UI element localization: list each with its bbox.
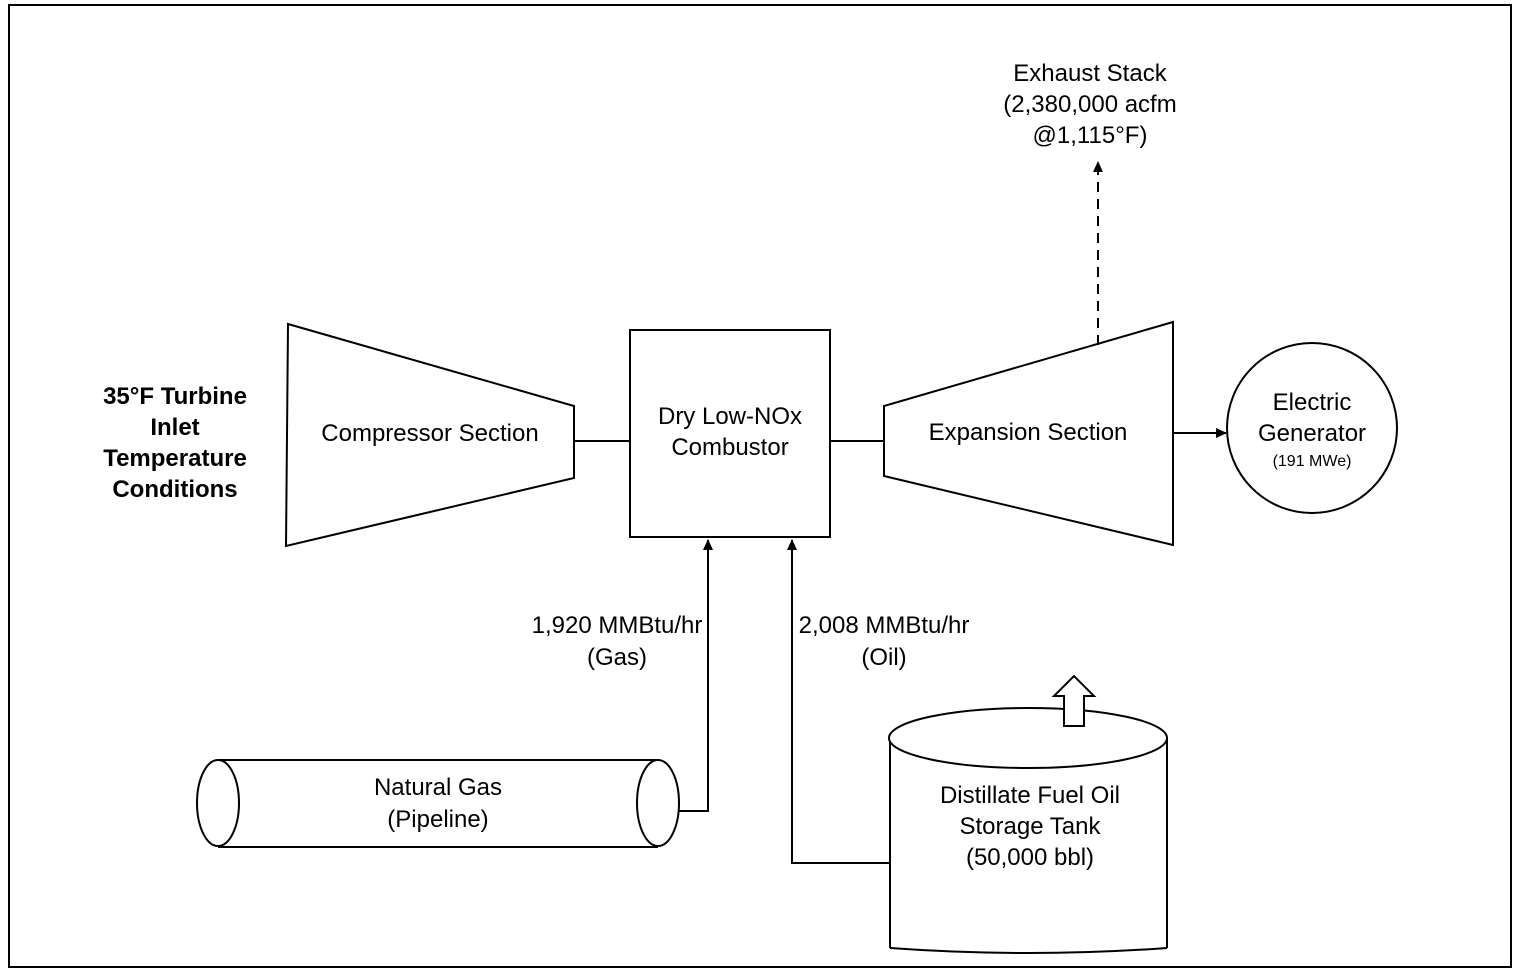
svg-text:1,920 MMBtu/hr: 1,920 MMBtu/hr <box>532 612 703 639</box>
tank-label-2: Storage Tank <box>960 813 1102 840</box>
expansion-label: Expansion Section <box>929 419 1128 446</box>
svg-text:Inlet: Inlet <box>150 414 199 441</box>
svg-text:Exhaust Stack: Exhaust Stack <box>1013 60 1167 87</box>
tank-label-1: Distillate Fuel Oil <box>940 782 1120 809</box>
generator-label-1: Electric <box>1273 389 1352 416</box>
inlet-conditions-label: 35°F Turbine Inlet Temperature Condition… <box>103 383 247 503</box>
exhaust-stack-label: Exhaust Stack (2,380,000 acfm @1,115°F) <box>1003 60 1176 149</box>
svg-text:(Gas): (Gas) <box>587 644 647 671</box>
combustor-box: Dry Low-NOx Combustor <box>629 329 831 538</box>
svg-text:35°F Turbine: 35°F Turbine <box>103 383 247 410</box>
svg-text:(2,380,000 acfm: (2,380,000 acfm <box>1003 91 1176 118</box>
gas-feed-label: 1,920 MMBtu/hr (Gas) <box>532 612 703 671</box>
compressor-section: Compressor Section <box>284 322 575 548</box>
diagram-frame <box>8 4 1512 968</box>
natural-gas-pipeline: Natural Gas (Pipeline) <box>196 759 680 848</box>
pipeline-label-2: (Pipeline) <box>387 806 488 833</box>
oil-feed-label: 2,008 MMBtu/hr (Oil) <box>799 612 970 671</box>
generator-label-2: Generator <box>1258 420 1366 447</box>
oil-feed-line <box>787 539 890 864</box>
svg-text:Temperature: Temperature <box>103 445 247 472</box>
fuel-oil-storage-tank: Distillate Fuel Oil Storage Tank (50,000… <box>888 707 1168 954</box>
svg-text:(Oil): (Oil) <box>861 644 906 671</box>
compressor-label: Compressor Section <box>321 420 538 447</box>
svg-text:@1,115°F): @1,115°F) <box>1033 122 1148 149</box>
gas-feed-line <box>678 539 713 812</box>
expansion-section: Expansion Section <box>883 320 1174 547</box>
svg-text:Conditions: Conditions <box>112 476 237 503</box>
combustor-label-1: Dry Low-NOx <box>658 403 802 430</box>
combustor-label-2: Combustor <box>671 434 788 461</box>
tank-label-3: (50,000 bbl) <box>966 844 1094 871</box>
svg-text:2,008 MMBtu/hr: 2,008 MMBtu/hr <box>799 612 970 639</box>
pipeline-label-1: Natural Gas <box>374 774 502 801</box>
tank-vent-icon <box>1051 674 1097 727</box>
electric-generator: Electric Generator (191 MWe) <box>1226 342 1398 514</box>
generator-rating: (191 MWe) <box>1273 453 1352 470</box>
